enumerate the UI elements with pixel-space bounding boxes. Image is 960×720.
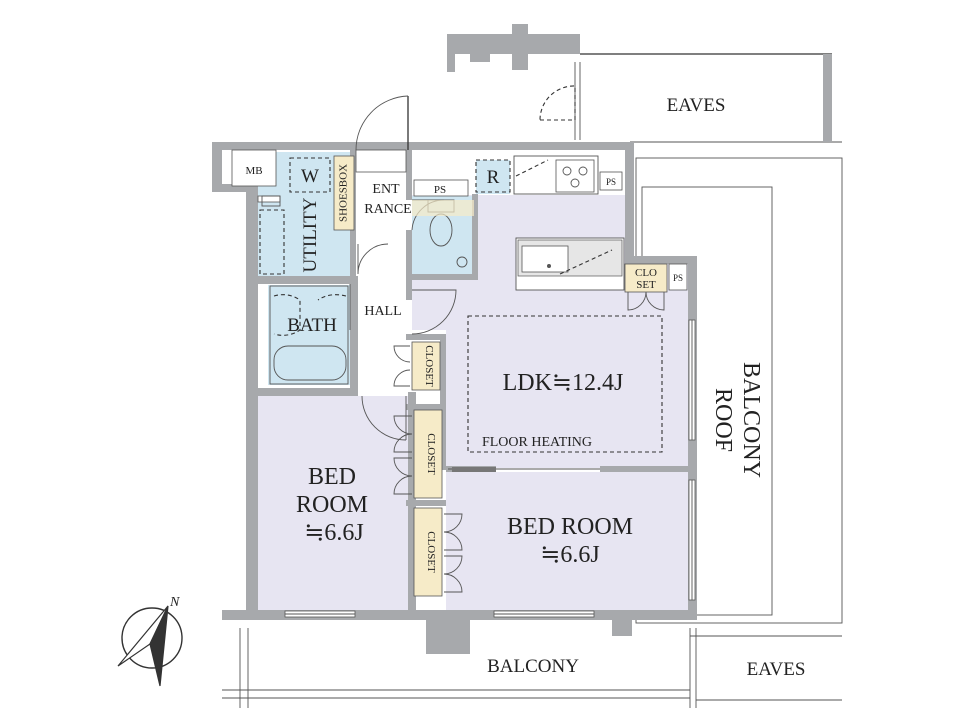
- closet-bed1-label: CLOSET: [425, 433, 437, 475]
- washer: W: [289, 157, 331, 193]
- ps-toilet: PS: [413, 179, 469, 197]
- ps-toilet-label: PS: [434, 184, 446, 196]
- closet-ldk-label-2: SET: [636, 279, 656, 291]
- balcony: [222, 628, 842, 708]
- bedroom-left-label-2: ROOM: [296, 492, 368, 518]
- bedroom-right-label-1: BED ROOM: [507, 514, 633, 540]
- utility-label: UTILITY: [300, 197, 321, 272]
- bathtub-icon: [269, 285, 349, 385]
- hall-label: HALL: [364, 304, 401, 319]
- north-label: N: [169, 595, 180, 610]
- washer-label: W: [301, 166, 319, 187]
- closet-ldk: CLO SET PS: [624, 263, 688, 311]
- bedroom-right-floor: [446, 472, 690, 612]
- kitchen-counter: PS: [513, 155, 623, 195]
- closet-bed2: CLOSET: [413, 507, 463, 597]
- fridge: R: [475, 159, 511, 193]
- ps-side-label: PS: [673, 273, 683, 283]
- north-arrow-icon: N: [117, 595, 183, 687]
- entrance-label-1: ENT: [372, 182, 400, 197]
- bedroom-right-label-2: ≒6.6J: [540, 542, 599, 568]
- closet-hall: CLOSET: [393, 341, 441, 391]
- ldk-label: LDK≒12.4J: [503, 370, 624, 396]
- entrance-label-2: RANCE: [364, 202, 411, 217]
- roof-balcony-label-1: ROOF: [710, 388, 736, 452]
- shoesbox: SHOESBOX: [333, 155, 355, 231]
- fridge-floor: [476, 160, 510, 194]
- windows: [257, 195, 696, 618]
- kitchen-sink-icon: [515, 237, 625, 291]
- closet-ldk-label-1: CLO: [635, 267, 657, 279]
- roof-balcony-label-2: BALCONY: [738, 362, 764, 478]
- bath-label: BATH: [287, 315, 337, 336]
- toilet-icon: [412, 199, 474, 268]
- floor-heating-area: [467, 315, 663, 453]
- floor-heating-label: FLOOR HEATING: [482, 435, 592, 450]
- closet-bed1: CLOSET: [393, 409, 443, 499]
- meter-box-label: MB: [245, 165, 262, 177]
- closet-hall-label: CLOSET: [423, 345, 435, 387]
- doors: [349, 95, 600, 472]
- washbasin-icon: [259, 195, 285, 275]
- fridge-label: R: [487, 167, 500, 188]
- meter-box: MB: [231, 149, 277, 187]
- shoesbox-label: SHOESBOX: [338, 164, 350, 222]
- eaves-bottom-label: EAVES: [747, 659, 806, 680]
- closet-bed2-label: CLOSET: [425, 531, 437, 573]
- balcony-label: BALCONY: [487, 656, 579, 677]
- top-eaves-outline: [447, 24, 832, 142]
- ps-kitchen-label: PS: [606, 177, 616, 187]
- entrance-area: ENT RANCE: [355, 149, 412, 217]
- bedroom-left-label-1: BED: [308, 464, 356, 490]
- bedroom-left-label-3: ≒6.6J: [304, 520, 363, 546]
- bedroom-left-floor: [258, 396, 408, 610]
- eaves-top-label: EAVES: [667, 95, 726, 116]
- hall-floor: [358, 278, 410, 394]
